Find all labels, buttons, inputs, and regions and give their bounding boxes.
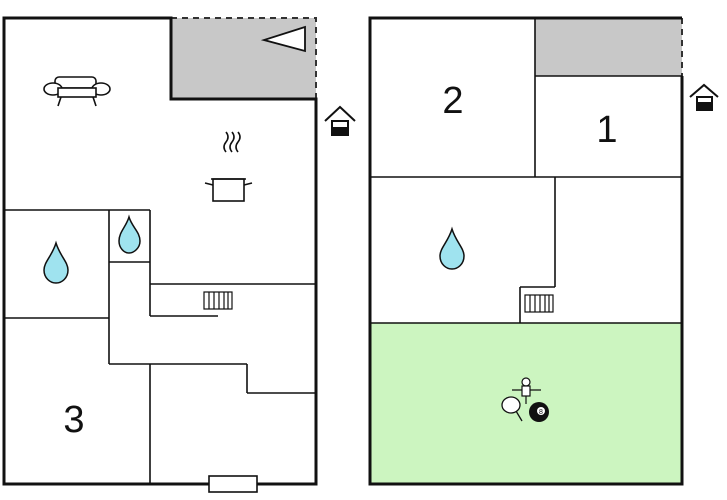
entrance-door	[208, 475, 258, 493]
sofa-icon	[43, 76, 111, 107]
ground-floor-inner-walls	[4, 209, 316, 484]
room-number-2: 2	[442, 80, 463, 122]
entrance-icon	[324, 105, 356, 136]
water-drop-icon	[439, 226, 465, 270]
water-drop-icon	[118, 214, 141, 254]
ground-floor: 3	[2, 16, 318, 493]
radiator-icon	[203, 291, 233, 310]
table-tennis-icon	[501, 396, 523, 422]
water-drop-icon	[43, 240, 69, 284]
first-floor: 2 1 8	[368, 16, 719, 486]
billiards-ball-icon: 8	[529, 402, 549, 422]
radiator-icon	[524, 294, 554, 313]
terrace-flag-icon	[260, 25, 306, 53]
ground-floor-outer-wall	[2, 16, 318, 486]
billiards-ball-number: 8	[539, 409, 543, 416]
room-number-3: 3	[63, 399, 84, 441]
terrace-dashed-border	[171, 17, 317, 99]
table-football-icon	[512, 377, 541, 404]
balcony-area	[535, 18, 682, 76]
room-number-1: 1	[596, 109, 617, 151]
first-floor-outer-wall	[368, 16, 684, 486]
first-floor-inner-walls	[370, 18, 682, 324]
entrance-icon	[689, 83, 719, 111]
cooking-pot-icon	[204, 131, 253, 202]
